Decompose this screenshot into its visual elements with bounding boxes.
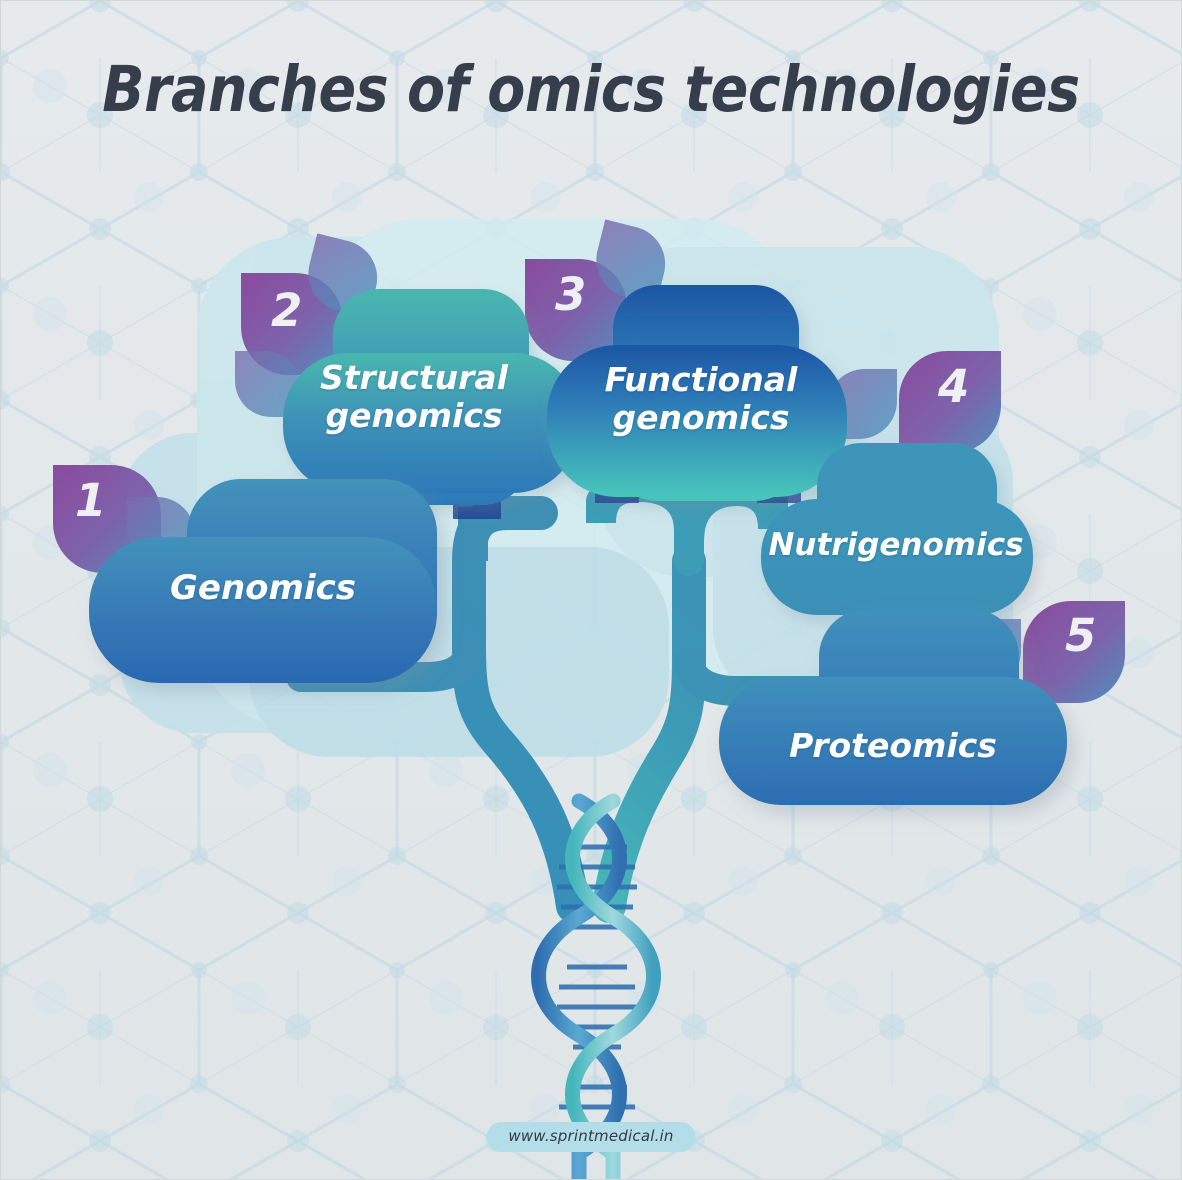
node-shape-functional-genomics[interactable]	[547, 285, 847, 501]
watermark-text: www.sprintmedical.in	[508, 1127, 674, 1145]
page-title: Branches of omics technologies	[102, 53, 1080, 126]
node-shape-proteomics[interactable]	[719, 609, 1067, 805]
node-shape-nutrigenomics[interactable]	[761, 443, 1033, 615]
leaf-badge-3	[525, 219, 666, 361]
node-shape-genomics[interactable]	[89, 479, 437, 683]
node-shape-structural-genomics[interactable]	[283, 289, 579, 505]
dna-helix-trunk	[531, 793, 661, 1179]
watermark-badge: www.sprintmedical.in	[486, 1122, 696, 1152]
